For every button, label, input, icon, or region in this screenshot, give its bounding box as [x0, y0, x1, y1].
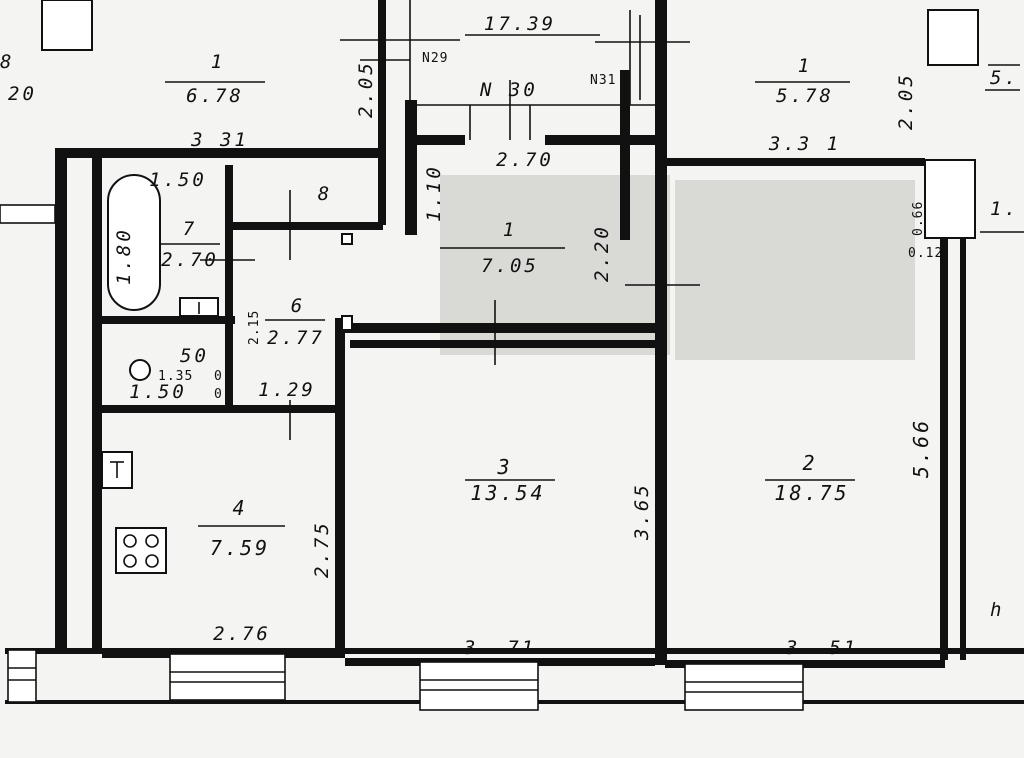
label-top-left-8: 8 — [0, 51, 14, 73]
label-1-50-top: 1.50 — [149, 169, 207, 191]
label-0-a: 0 — [214, 369, 223, 384]
room-1-right-area: 5.78 — [776, 85, 834, 107]
toilet — [129, 359, 151, 381]
room-3-area: 13.54 — [470, 481, 545, 505]
room-6-area: 2.77 — [267, 327, 325, 349]
label-h: h — [990, 599, 1004, 621]
label-3-71: 3. 71 — [463, 637, 536, 659]
room-1-left-area: 6.78 — [186, 85, 244, 107]
label-top-right-5: 5. — [990, 67, 1019, 89]
label-1-80: 1.80 — [113, 227, 135, 285]
upper-structure — [41, 0, 1020, 140]
room-4-area: 7.59 — [210, 536, 270, 560]
label-2-15: 2.15 — [247, 310, 262, 345]
label-1-10: 1.10 — [423, 164, 445, 222]
room-labels: 1 6.78 1 5.78 1 7.05 2 18.75 3 13.54 4 7… — [161, 51, 849, 560]
label-1-35: 1.35 — [158, 369, 193, 384]
room-1-right-number: 1 — [798, 55, 812, 77]
room-4-number: 4 — [232, 496, 247, 520]
label-n29: N29 — [422, 51, 448, 66]
room-2-shading — [675, 180, 915, 360]
label-0-12: 0.12 — [908, 246, 943, 261]
room-2-number: 2 — [802, 451, 817, 475]
room-7-number: 7 — [183, 218, 197, 240]
label-50: 50 — [180, 345, 209, 367]
label-3-51: 3. 51 — [785, 637, 858, 659]
label-17-39: 17.39 — [484, 13, 556, 35]
label-n31: N31 — [590, 73, 616, 88]
room-1-hall-number: 1 — [503, 219, 517, 241]
label-3-31-left: 3 31 — [190, 129, 249, 151]
room-8-number: 8 — [318, 183, 332, 205]
right-column — [924, 159, 976, 239]
label-2-75: 2.75 — [311, 520, 333, 578]
room-3-number: 3 — [496, 455, 512, 479]
label-n30: N 30 — [479, 79, 538, 101]
dimension-lines — [160, 81, 1024, 527]
label-5-66: 5.66 — [909, 418, 933, 478]
windows — [0, 204, 804, 711]
label-2-70: 2.70 — [496, 149, 554, 171]
room-1-hall-area: 7.05 — [481, 255, 539, 277]
label-1-right: 1. — [990, 198, 1019, 220]
dimension-labels: 17.39 N29 N 30 N31 20 8 5. 3 31 3.3 1 2.… — [0, 13, 1019, 659]
label-3-65: 3.65 — [631, 482, 653, 541]
label-2-05-left: 2.05 — [355, 60, 377, 118]
label-1-50-bottom: 1.50 — [129, 381, 187, 403]
fixtures — [101, 174, 353, 574]
label-0-66: 0.66 — [911, 201, 926, 236]
room-6-number: 6 — [291, 295, 305, 317]
room-2-area: 18.75 — [774, 481, 849, 505]
stove — [115, 527, 167, 574]
room-1-left-number: 1 — [211, 51, 225, 73]
room-7-area: 2.70 — [161, 249, 219, 271]
label-3-31-right: 3.3 1 — [768, 133, 841, 155]
label-1-29: 1.29 — [258, 379, 316, 401]
bathtub — [107, 174, 161, 311]
label-0-b: 0 — [214, 387, 223, 402]
top-left-box — [41, 0, 93, 51]
label-2-20: 2.20 — [591, 224, 613, 282]
top-right-box — [927, 9, 979, 66]
label-2-76: 2.76 — [213, 623, 271, 645]
label-2-05-right: 2.05 — [895, 72, 917, 130]
label-top-left-20: 20 — [8, 83, 37, 105]
